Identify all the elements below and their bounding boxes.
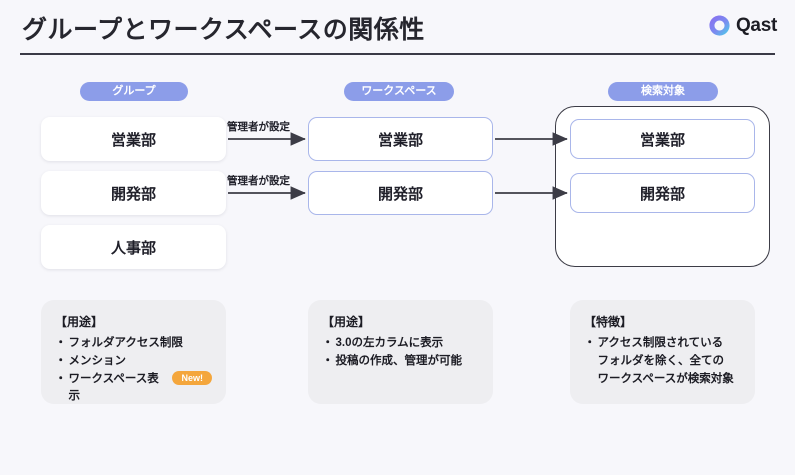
note-list-item: ・ メンション: [55, 353, 212, 371]
qast-q-logo-icon: [709, 15, 730, 36]
bullet-marker: ・: [322, 337, 334, 349]
note-heading: 【用途】: [55, 315, 104, 329]
page-title: グループとワークスペースの関係性: [22, 16, 425, 44]
note-card-workspace: 【用途】 ・ 3.0の左カラムに表示 ・ 投稿の作成、管理が可能: [308, 300, 493, 404]
search-node-development[interactable]: 開発部: [570, 173, 755, 213]
bullet-marker: ・: [55, 372, 67, 385]
note-item-text: 投稿の作成、管理が可能: [335, 354, 463, 367]
arrow-label-admin-setting-2: 管理者が設定: [227, 175, 290, 187]
note-list-item: ・ ワークスペース表示 New!: [55, 370, 212, 407]
note-heading: 【用途】: [322, 315, 371, 329]
bullet-marker: ・: [584, 337, 596, 349]
note-list-item: ・ 3.0の左カラムに表示: [322, 335, 479, 353]
note-item-text: ワークスペース表示: [68, 372, 159, 403]
brand-name: Qast: [735, 14, 777, 36]
bullet-marker: ・: [55, 337, 67, 349]
column-badge-search: 検索対象: [608, 82, 718, 101]
column-badge-group: グループ: [80, 82, 188, 101]
note-list-item: ・ フォルダアクセス制限: [55, 335, 212, 353]
workspace-node-sales[interactable]: 営業部: [308, 117, 493, 161]
group-node-sales[interactable]: 営業部: [41, 117, 226, 161]
new-badge: New!: [172, 370, 212, 386]
note-list-item: ・ アクセス制限されている フォルダを除く、全ての ワークスペースが検索対象: [584, 335, 741, 388]
note-list: ・ 3.0の左カラムに表示 ・ 投稿の作成、管理が可能: [322, 335, 479, 371]
title-divider: [20, 53, 775, 55]
column-badge-workspace: ワークスペース: [344, 82, 454, 101]
arrow-label-admin-setting-1: 管理者が設定: [227, 121, 290, 133]
group-node-development[interactable]: 開発部: [41, 171, 226, 215]
group-node-hr[interactable]: 人事部: [41, 225, 226, 269]
bullet-marker: ・: [55, 354, 67, 367]
note-heading: 【特徴】: [584, 315, 633, 329]
note-item-text: アクセス制限されている フォルダを除く、全ての ワークスペースが検索対象: [597, 337, 734, 385]
note-item-text: メンション: [68, 354, 127, 367]
note-item-text: 3.0の左カラムに表示: [335, 337, 444, 349]
note-card-search: 【特徴】 ・ アクセス制限されている フォルダを除く、全ての ワークスペースが検…: [570, 300, 755, 404]
note-list: ・ アクセス制限されている フォルダを除く、全ての ワークスペースが検索対象: [584, 335, 741, 388]
search-node-sales[interactable]: 営業部: [570, 119, 755, 159]
note-item-text: フォルダアクセス制限: [68, 337, 183, 349]
bullet-marker: ・: [322, 354, 334, 367]
note-list-item: ・ 投稿の作成、管理が可能: [322, 353, 479, 371]
note-card-group: 【用途】 ・ フォルダアクセス制限 ・ メンション ・ ワークスペース表示 Ne…: [41, 300, 226, 404]
workspace-node-development[interactable]: 開発部: [308, 171, 493, 215]
brand-logo: Qast: [708, 14, 777, 37]
note-list: ・ フォルダアクセス制限 ・ メンション ・ ワークスペース表示 New!: [55, 335, 212, 406]
